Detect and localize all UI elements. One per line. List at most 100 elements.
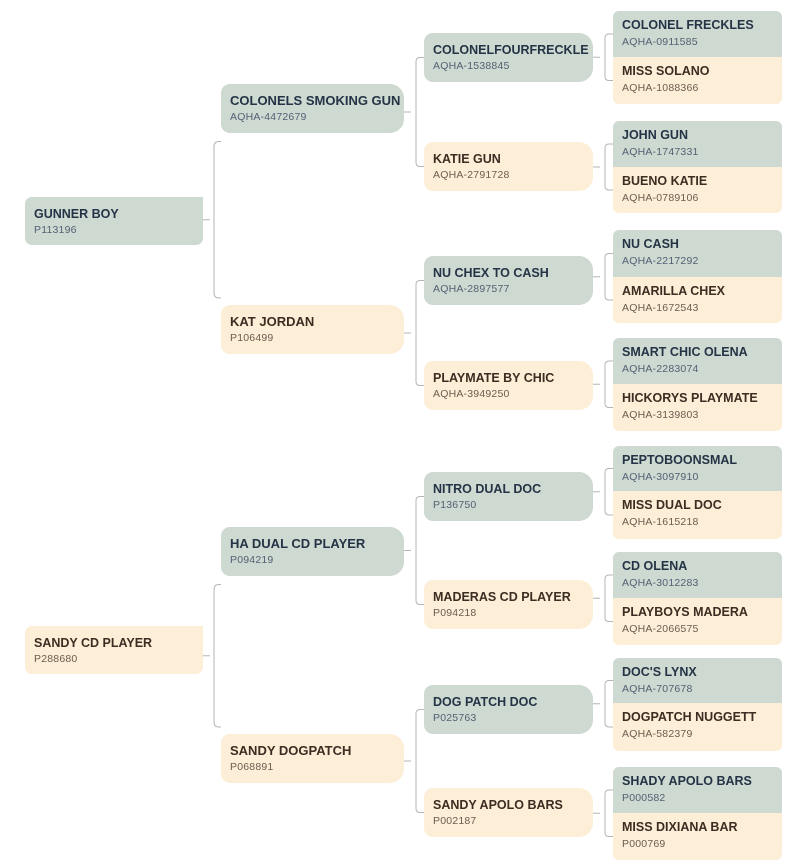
horse-card-sandy-dogpatch[interactable]: SANDY DOGPATCH P068891 xyxy=(221,734,404,783)
horse-name: SANDY CD PLAYER xyxy=(34,636,153,650)
connector-bracket xyxy=(604,680,613,728)
horse-card-katie-gun[interactable]: KATIE GUN AQHA-2791728 xyxy=(424,142,593,191)
registration-number: P094218 xyxy=(433,607,477,619)
connector-bracket xyxy=(604,789,613,837)
horse-card-peptoboonsmal[interactable]: PEPTOBOONSMAL AQHA-3097910 xyxy=(613,446,782,491)
horse-name: MISS SOLANO xyxy=(622,64,710,78)
horse-name: NU CHEX TO CASH xyxy=(433,266,549,280)
horse-card-miss-dual-doc[interactable]: MISS DUAL DOC AQHA-1615218 xyxy=(613,491,782,539)
horse-name: PLAYMATE BY CHIC xyxy=(433,371,555,385)
registration-number: P288680 xyxy=(34,653,78,665)
horse-card-playboys-madera[interactable]: PLAYBOYS MADERA AQHA-2066575 xyxy=(613,598,782,645)
connector-bracket xyxy=(415,496,424,605)
horse-name: SHADY APOLO BARS xyxy=(622,774,752,788)
horse-name: SANDY DOGPATCH xyxy=(230,743,352,758)
horse-card-maderas-cd-player[interactable]: MADERAS CD PLAYER P094218 xyxy=(424,580,593,629)
horse-name: PEPTOBOONSMAL xyxy=(622,453,738,467)
horse-name: NU CASH xyxy=(622,237,679,251)
horse-name: SMART CHIC OLENA xyxy=(622,345,748,359)
registration-number: P113196 xyxy=(34,224,77,236)
connector-bracket xyxy=(213,141,221,299)
horse-card-sandy-cd-player[interactable]: SANDY CD PLAYER P288680 xyxy=(25,626,203,674)
horse-card-amarilla-chex[interactable]: AMARILLA CHEX AQHA-1672543 xyxy=(613,277,782,323)
horse-name: MISS DIXIANA BAR xyxy=(622,820,738,834)
horse-card-playmate-by-chic[interactable]: PLAYMATE BY CHIC AQHA-3949250 xyxy=(424,361,593,410)
horse-card-kat-jordan[interactable]: KAT JORDAN P106499 xyxy=(221,305,404,354)
registration-number: P000769 xyxy=(622,838,666,850)
horse-name: HA DUAL CD PLAYER xyxy=(230,536,366,551)
horse-name: SANDY APOLO BARS xyxy=(433,798,563,812)
registration-number: AQHA-3097910 xyxy=(622,471,699,483)
horse-name: GUNNER BOY xyxy=(34,207,119,221)
horse-card-sandy-apolo-bars[interactable]: SANDY APOLO BARS P002187 xyxy=(424,788,593,837)
horse-card-miss-solano[interactable]: MISS SOLANO AQHA-1088366 xyxy=(613,57,782,104)
horse-name: PLAYBOYS MADERA xyxy=(622,605,748,619)
horse-card-cd-olena[interactable]: CD OLENA AQHA-3012283 xyxy=(613,552,782,598)
horse-card-ha-dual-cd-player[interactable]: HA DUAL CD PLAYER P094219 xyxy=(221,527,404,576)
registration-number: AQHA-2066575 xyxy=(622,623,699,635)
registration-number: AQHA-0789106 xyxy=(622,192,699,204)
horse-name: COLONEL FRECKLES xyxy=(622,18,754,32)
horse-card-john-gun[interactable]: JOHN GUN AQHA-1747331 xyxy=(613,121,782,167)
horse-name: DOC'S LYNX xyxy=(622,665,697,679)
horse-card-gunner-boy[interactable]: GUNNER BOY P113196 xyxy=(25,197,203,245)
horse-name: JOHN GUN xyxy=(622,128,688,142)
registration-number: P136750 xyxy=(433,499,477,511)
registration-number: AQHA-1747331 xyxy=(622,146,699,158)
registration-number: AQHA-2283074 xyxy=(622,363,699,375)
horse-name: KAT JORDAN xyxy=(230,314,315,329)
registration-number: P068891 xyxy=(230,761,274,773)
connector-bracket xyxy=(604,360,613,408)
registration-number: P094219 xyxy=(230,554,274,566)
registration-number: AQHA-582379 xyxy=(622,728,693,740)
registration-number: AQHA-3949250 xyxy=(433,388,510,400)
horse-name: BUENO KATIE xyxy=(622,174,708,188)
connector-bracket xyxy=(415,57,424,167)
horse-card-miss-dixiana-bar[interactable]: MISS DIXIANA BAR P000769 xyxy=(613,813,782,860)
horse-name: CD OLENA xyxy=(622,559,688,573)
registration-number: P000582 xyxy=(622,792,666,804)
horse-name: DOG PATCH DOC xyxy=(433,695,538,709)
connector-bracket xyxy=(604,574,613,622)
connector-bracket xyxy=(415,709,424,813)
registration-number: P106499 xyxy=(230,332,274,344)
connector-bracket xyxy=(604,468,613,516)
registration-number: P025763 xyxy=(433,712,477,724)
horse-name: NITRO DUAL DOC xyxy=(433,482,542,496)
registration-number: P002187 xyxy=(433,815,477,827)
horse-card-nitro-dual-doc[interactable]: NITRO DUAL DOC P136750 xyxy=(424,472,593,521)
registration-number: AQHA-707678 xyxy=(622,683,693,695)
horse-card-bueno-katie[interactable]: BUENO KATIE AQHA-0789106 xyxy=(613,167,782,213)
registration-number: AQHA-2217292 xyxy=(622,255,699,267)
connector-bracket xyxy=(415,280,424,386)
registration-number: AQHA-1088366 xyxy=(622,82,699,94)
horse-card-nu-cash[interactable]: NU CASH AQHA-2217292 xyxy=(613,230,782,277)
horse-name: MADERAS CD PLAYER xyxy=(433,590,571,604)
registration-number: AQHA-1615218 xyxy=(622,516,699,528)
registration-number: AQHA-3139803 xyxy=(622,409,699,421)
horse-card-dog-patch-doc[interactable]: DOG PATCH DOC P025763 xyxy=(424,685,593,734)
horse-card-hickorys-playmate[interactable]: HICKORYS PLAYMATE AQHA-3139803 xyxy=(613,384,782,431)
horse-card-doc-s-lynx[interactable]: DOC'S LYNX AQHA-707678 xyxy=(613,658,782,703)
registration-number: AQHA-1538845 xyxy=(433,60,510,72)
registration-number: AQHA-2897577 xyxy=(433,283,510,295)
horse-name: MISS DUAL DOC xyxy=(622,498,722,512)
horse-card-shady-apolo-bars[interactable]: SHADY APOLO BARS P000582 xyxy=(613,767,782,813)
horse-card-smart-chic-olena[interactable]: SMART CHIC OLENA AQHA-2283074 xyxy=(613,338,782,384)
registration-number: AQHA-1672543 xyxy=(622,302,699,314)
connector-bracket xyxy=(213,584,221,728)
horse-name: AMARILLA CHEX xyxy=(622,284,726,298)
horse-name: HICKORYS PLAYMATE xyxy=(622,391,758,405)
connector-bracket xyxy=(604,253,613,301)
registration-number: AQHA-2791728 xyxy=(433,169,510,181)
horse-name: KATIE GUN xyxy=(433,152,501,166)
connector-bracket xyxy=(604,143,613,191)
connector-bracket xyxy=(604,33,613,81)
horse-card-nu-chex-to-cash[interactable]: NU CHEX TO CASH AQHA-2897577 xyxy=(424,256,593,305)
registration-number: AQHA-3012283 xyxy=(622,577,699,589)
